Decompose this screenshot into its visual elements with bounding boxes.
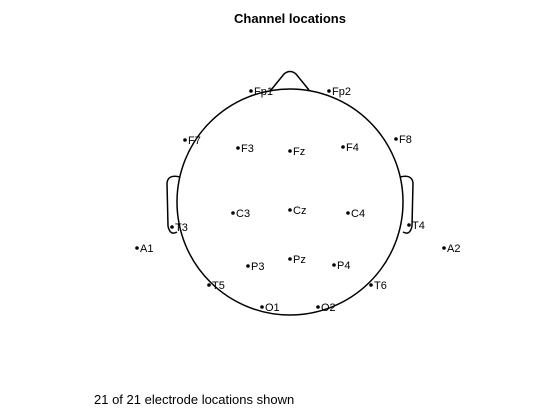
electrode-label-f8: F8 bbox=[399, 134, 412, 146]
electrode-o2: O2 bbox=[316, 302, 336, 314]
electrode-marker-f7 bbox=[183, 138, 187, 142]
electrode-label-f7: F7 bbox=[188, 135, 201, 147]
electrode-f8: F8 bbox=[394, 134, 412, 146]
electrode-pz: Pz bbox=[288, 254, 306, 266]
electrode-label-c4: C4 bbox=[351, 208, 365, 220]
electrode-c3: C3 bbox=[231, 208, 250, 220]
electrode-marker-pz bbox=[288, 257, 292, 261]
electrode-p3: P3 bbox=[246, 261, 264, 273]
electrode-label-pz: Pz bbox=[293, 254, 306, 266]
electrode-label-fz: Fz bbox=[293, 146, 305, 158]
electrode-marker-a1 bbox=[135, 246, 139, 250]
electrode-f4: F4 bbox=[341, 142, 359, 154]
electrode-a2: A2 bbox=[442, 243, 460, 255]
electrode-label-o2: O2 bbox=[321, 302, 336, 314]
electrode-marker-f4 bbox=[341, 145, 345, 149]
electrode-marker-fp2 bbox=[327, 89, 331, 93]
electrode-marker-t4 bbox=[407, 223, 411, 227]
right-ear bbox=[399, 175, 414, 234]
electrode-marker-fp1 bbox=[249, 89, 253, 93]
electrode-marker-p4 bbox=[332, 263, 336, 267]
electrode-label-t3: T3 bbox=[175, 222, 188, 234]
electrode-marker-c4 bbox=[346, 211, 350, 215]
head-circle bbox=[176, 88, 404, 316]
electrode-fz: Fz bbox=[288, 146, 305, 158]
electrode-f3: F3 bbox=[236, 143, 254, 155]
electrode-a1: A1 bbox=[135, 243, 153, 255]
electrode-marker-t6 bbox=[369, 283, 373, 287]
electrode-label-a2: A2 bbox=[447, 243, 460, 255]
electrode-label-t6: T6 bbox=[374, 280, 387, 292]
electrode-label-a1: A1 bbox=[140, 243, 153, 255]
electrode-label-t5: T5 bbox=[212, 280, 225, 292]
electrode-marker-o1 bbox=[260, 305, 264, 309]
electrode-t6: T6 bbox=[369, 280, 387, 292]
electrode-t5: T5 bbox=[207, 280, 225, 292]
electrode-marker-fz bbox=[288, 149, 292, 153]
figure-title: Channel locations bbox=[234, 11, 346, 26]
electrode-label-c3: C3 bbox=[236, 208, 250, 220]
electrode-fp2: Fp2 bbox=[327, 86, 351, 98]
electrode-label-fp2: Fp2 bbox=[332, 86, 351, 98]
electrode-marker-cz bbox=[288, 208, 292, 212]
electrode-marker-f8 bbox=[394, 137, 398, 141]
electrode-label-o1: O1 bbox=[265, 302, 280, 314]
electrode-label-p3: P3 bbox=[251, 261, 264, 273]
electrode-marker-t5 bbox=[207, 283, 211, 287]
electrode-label-p4: P4 bbox=[337, 260, 350, 272]
electrode-cz: Cz bbox=[288, 205, 306, 217]
electrode-label-t4: T4 bbox=[412, 220, 425, 232]
electrode-f7: F7 bbox=[183, 135, 201, 147]
electrode-marker-a2 bbox=[442, 246, 446, 250]
head-outline bbox=[166, 70, 414, 316]
nose bbox=[270, 70, 310, 91]
status-text: 21 of 21 electrode locations shown bbox=[94, 392, 295, 407]
electrode-marker-f3 bbox=[236, 146, 240, 150]
electrode-o1: O1 bbox=[260, 302, 280, 314]
electrode-marker-p3 bbox=[246, 264, 250, 268]
electrode-marker-c3 bbox=[231, 211, 235, 215]
electrode-c4: C4 bbox=[346, 208, 365, 220]
electrode-label-f4: F4 bbox=[346, 142, 359, 154]
electrode-p4: P4 bbox=[332, 260, 350, 272]
electrode-label-cz: Cz bbox=[293, 205, 306, 217]
electrode-t3: T3 bbox=[170, 222, 188, 234]
electrode-marker-o2 bbox=[316, 305, 320, 309]
electrode-label-fp1: Fp1 bbox=[254, 86, 273, 98]
electrode-label-f3: F3 bbox=[241, 143, 254, 155]
left-ear bbox=[166, 175, 181, 234]
electrode-fp1: Fp1 bbox=[249, 86, 273, 98]
electrode-t4: T4 bbox=[407, 220, 425, 232]
electrode-marker-t3 bbox=[170, 225, 174, 229]
